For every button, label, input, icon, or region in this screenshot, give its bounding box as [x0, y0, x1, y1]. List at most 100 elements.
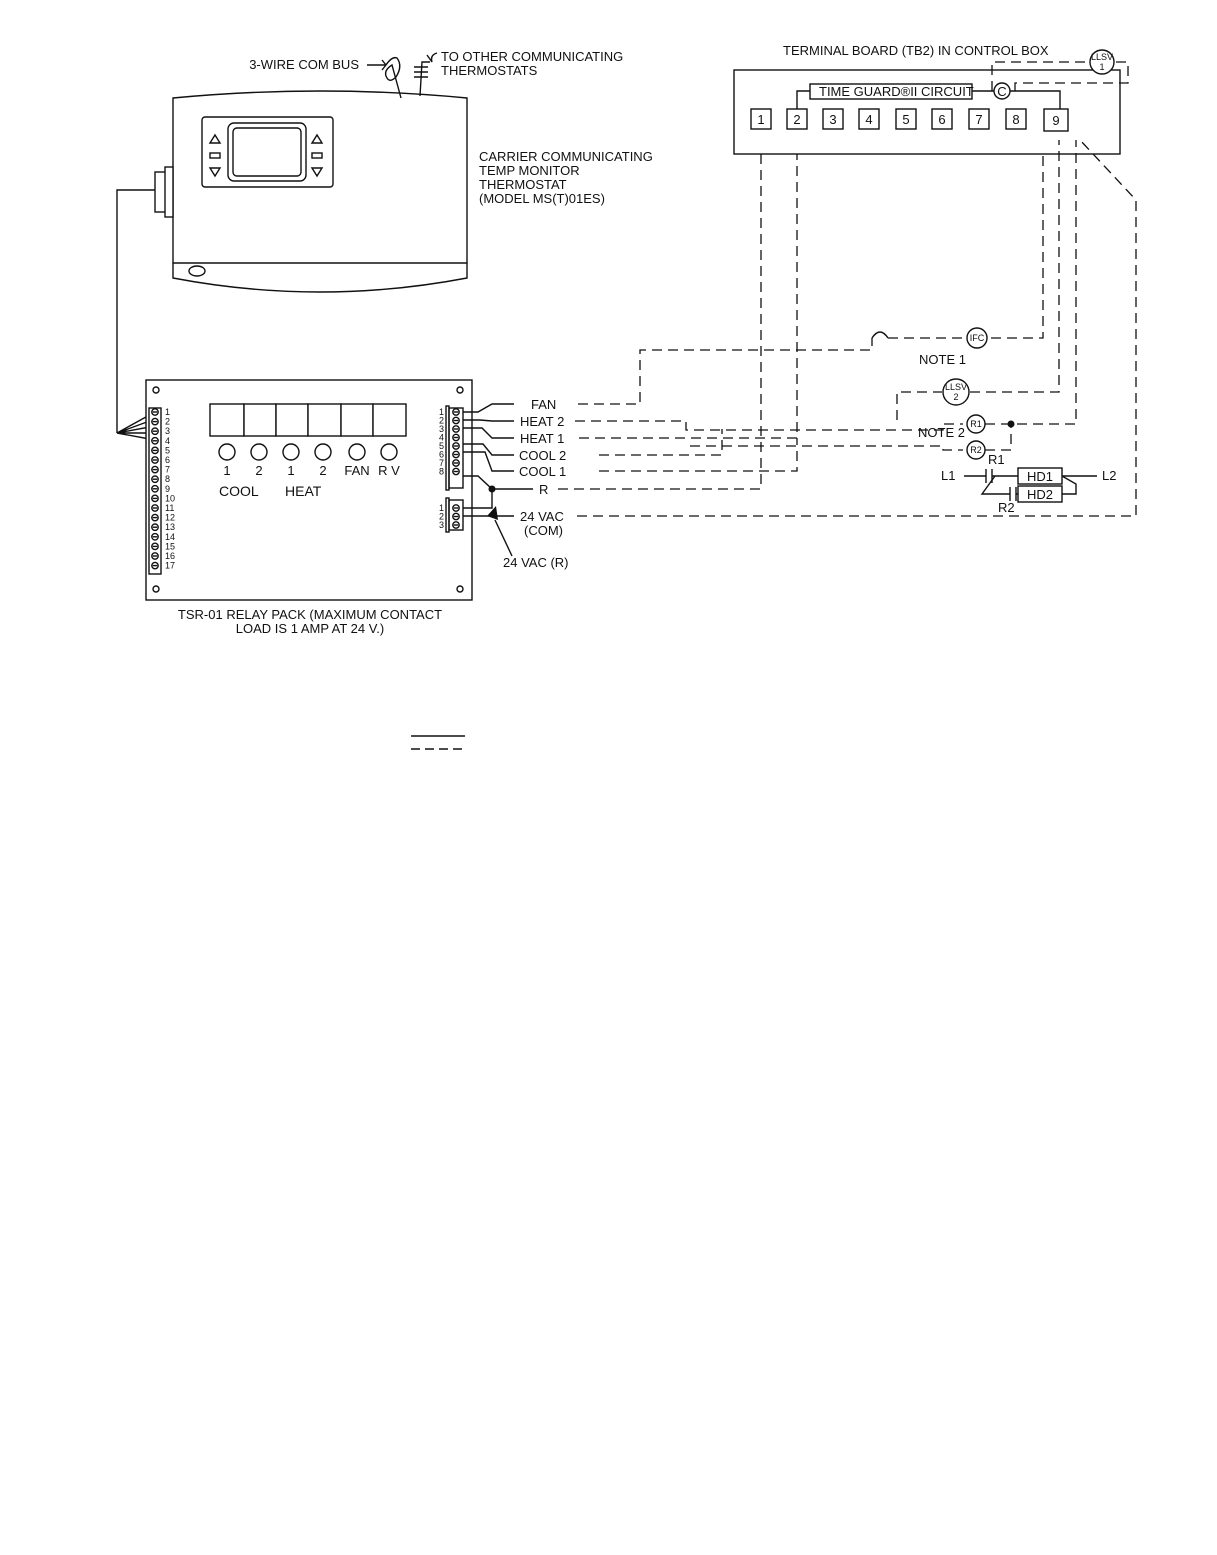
- terminal-8[interactable]: 8: [1005, 108, 1027, 130]
- left-up-arrow-icon[interactable]: [208, 133, 222, 144]
- llsv1-number: 1: [1099, 62, 1104, 72]
- svg-text:8: 8: [1012, 112, 1019, 127]
- right-terminal-number: 3: [439, 424, 444, 434]
- mount-hole-icon: [152, 585, 160, 593]
- hd1-label: HD1: [1027, 469, 1053, 484]
- left-terminal-screw-1[interactable]: [151, 408, 159, 416]
- left-terminal-screw-5[interactable]: [151, 446, 159, 455]
- thermostat-name-line2: TEMP MONITOR: [479, 163, 580, 178]
- right-terminal-number: 4: [439, 433, 444, 443]
- right-terminal-screw-2[interactable]: [452, 416, 460, 425]
- right-mode-button[interactable]: [311, 152, 323, 159]
- left-terminal-number: 9: [165, 484, 170, 494]
- relay-cool1: [209, 403, 245, 437]
- left-mode-button[interactable]: [209, 152, 221, 159]
- left-terminal-screw-15[interactable]: [151, 542, 159, 551]
- thermostat: 3-WIRE COM BUS TO OTHER COMMUNICATING TH…: [154, 49, 653, 293]
- svg-text:1: 1: [757, 112, 764, 127]
- power-terminal-number: 3: [439, 520, 444, 530]
- ifc-label: IFC: [970, 333, 985, 343]
- thermostat-name-line3: THERMOSTAT: [479, 177, 567, 192]
- svg-text:5: 5: [902, 112, 909, 127]
- relay-pack-caption-line2: LOAD IS 1 AMP AT 24 V.): [236, 621, 384, 636]
- other-thermostats-line2: THERMOSTATS: [441, 63, 538, 78]
- power-terminal-screw-1[interactable]: [452, 504, 460, 512]
- l2-label: L2: [1102, 468, 1116, 483]
- left-terminal-number: 2: [165, 417, 170, 427]
- left-terminal-screw-12[interactable]: [151, 513, 159, 522]
- left-terminal-number: 13: [165, 522, 175, 532]
- power-terminal-screw-3[interactable]: [452, 521, 460, 529]
- r-label: R: [539, 482, 548, 497]
- left-terminal-number: 17: [165, 561, 175, 571]
- llsv1-label: LLSV: [1091, 52, 1113, 62]
- svg-text:3: 3: [829, 112, 836, 127]
- power-terminal-number: 2: [439, 512, 444, 522]
- llsv2-number: 2: [953, 392, 958, 402]
- left-terminal-number: 1: [165, 407, 170, 417]
- right-terminal-screw-3[interactable]: [452, 425, 460, 433]
- right-terminal-number: 1: [439, 407, 444, 417]
- right-terminal-screw-5[interactable]: [452, 442, 460, 450]
- svg-text:4: 4: [865, 112, 872, 127]
- left-terminal-number: 16: [165, 551, 175, 561]
- left-terminal-screw-9[interactable]: [151, 484, 159, 493]
- led-heat2: [314, 443, 332, 461]
- right-up-arrow-icon[interactable]: [310, 133, 324, 144]
- terminal-7[interactable]: 7: [968, 108, 990, 130]
- right-terminal-screw-1[interactable]: [452, 408, 460, 416]
- r1-contact-label: R1: [988, 452, 1005, 467]
- power-terminal-screw-2[interactable]: [452, 512, 460, 521]
- power-terminal-number: 1: [439, 503, 444, 513]
- left-terminal-number: 8: [165, 474, 170, 484]
- terminal-board-title: TERMINAL BOARD (TB2) IN CONTROL BOX: [783, 43, 1049, 58]
- terminal-1[interactable]: 1: [750, 108, 772, 130]
- terminal-9[interactable]: 9: [1043, 108, 1069, 132]
- cool2-label: COOL 2: [519, 448, 566, 463]
- hd2-label: HD2: [1027, 487, 1053, 502]
- terminal-4[interactable]: 4: [858, 108, 880, 130]
- led-label: 2: [255, 463, 262, 478]
- left-terminal-screw-3[interactable]: [151, 427, 159, 436]
- right-terminal-number: 7: [439, 458, 444, 468]
- ifc-coil: [966, 327, 988, 349]
- left-terminal-screw-11[interactable]: [151, 504, 159, 512]
- left-terminal-screw-2[interactable]: [151, 417, 159, 426]
- left-terminal-screw-7[interactable]: [151, 465, 159, 474]
- right-terminal-screw-7[interactable]: [452, 459, 460, 467]
- left-terminal-screw-8[interactable]: [151, 475, 159, 484]
- left-terminal-screw-14[interactable]: [151, 532, 159, 541]
- left-terminal-number: 4: [165, 436, 170, 446]
- time-guard-label: TIME GUARD®II CIRCUIT: [819, 84, 974, 99]
- llsv2-label: LLSV: [945, 382, 967, 392]
- terminal-3[interactable]: 3: [822, 108, 844, 130]
- terminal-6[interactable]: 6: [931, 108, 953, 130]
- relay-fan: [340, 403, 374, 437]
- right-terminal-number: 6: [439, 450, 444, 460]
- terminal-5[interactable]: 5: [895, 108, 917, 130]
- left-terminal-screw-4[interactable]: [151, 436, 159, 445]
- led-cool1: [218, 443, 236, 461]
- left-terminal-number: 3: [165, 426, 170, 436]
- cool-group-label: COOL: [219, 483, 259, 499]
- right-terminal-screw-8[interactable]: [452, 467, 460, 476]
- left-terminal-screw-17[interactable]: [151, 561, 159, 570]
- fan-label: FAN: [531, 397, 556, 412]
- l1-label: L1: [941, 468, 955, 483]
- terminal-2[interactable]: 2: [786, 108, 808, 130]
- vac-com-label-line1: 24 VAC: [520, 509, 564, 524]
- left-terminal-screw-10[interactable]: [151, 494, 159, 503]
- note1-label: NOTE 1: [919, 352, 966, 367]
- terminal-board: TERMINAL BOARD (TB2) IN CONTROL BOX TIME…: [733, 43, 1129, 155]
- led-label: 2: [319, 463, 326, 478]
- relay-pack: 1 2 1 2 FAN R V COOL HEAT 12345678910111…: [145, 379, 473, 636]
- right-down-arrow-icon[interactable]: [310, 167, 324, 178]
- thermostat-name-line1: CARRIER COMMUNICATING: [479, 149, 653, 164]
- left-down-arrow-icon[interactable]: [208, 167, 222, 178]
- left-terminal-screw-6[interactable]: [151, 456, 159, 464]
- left-terminal-screw-13[interactable]: [151, 523, 159, 532]
- left-terminal-screw-16[interactable]: [151, 552, 159, 560]
- right-terminal-screw-6[interactable]: [452, 450, 460, 459]
- right-terminal-screw-4[interactable]: [452, 433, 460, 442]
